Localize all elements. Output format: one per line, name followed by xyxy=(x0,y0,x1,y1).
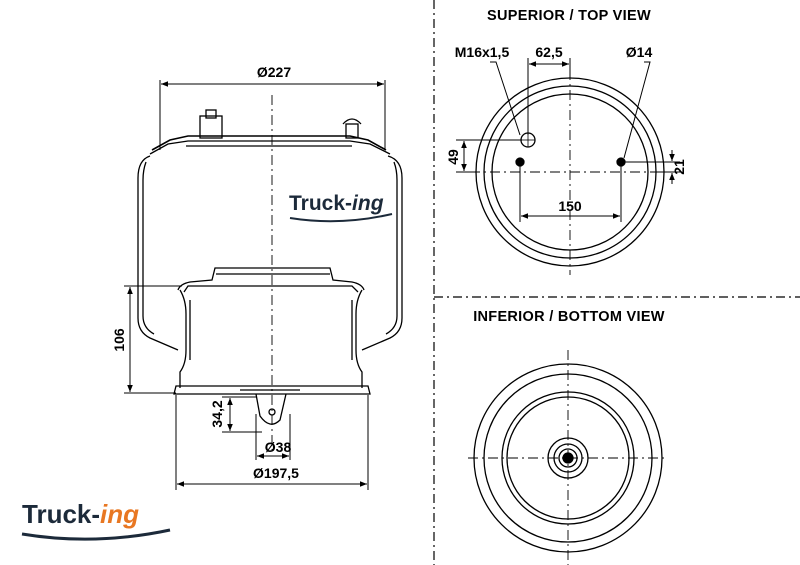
drawing-logo: Truck-ing xyxy=(289,192,393,223)
brand-logo: Truck-ing xyxy=(21,499,171,541)
side-view xyxy=(137,95,403,450)
drawing-logo-suffix: ing xyxy=(352,192,384,215)
brand-logo-main: Truck- xyxy=(22,499,100,529)
dim-stud-diameter: Ø38 xyxy=(265,439,292,455)
dim-hole-spacing: 150 xyxy=(558,198,582,214)
section-dividers xyxy=(433,0,800,565)
dim-stud-height: 34,2 xyxy=(209,400,225,427)
top-view-title: SUPERIOR / TOP VIEW xyxy=(487,8,651,24)
drawing-logo-main: Truck- xyxy=(289,192,352,215)
dim-height: 106 xyxy=(111,328,127,352)
dim-hole-diameter: Ø14 xyxy=(626,44,653,60)
svg-text:Truck-ing: Truck-ing xyxy=(22,499,139,529)
svg-text:Truck-ing: Truck-ing xyxy=(289,192,384,215)
bottom-view-title: INFERIOR / BOTTOM VIEW xyxy=(473,309,665,325)
dim-vertical-offset: 49 xyxy=(445,149,461,165)
dim-offset: 62,5 xyxy=(535,44,562,60)
dim-thread: M16x1,5 xyxy=(455,44,510,60)
side-view-dimensions xyxy=(124,80,386,490)
brand-logo-suffix: ing xyxy=(100,499,139,529)
dim-base-diameter: Ø197,5 xyxy=(253,465,299,481)
top-view-dimensions xyxy=(456,58,680,222)
dim-top-diameter: Ø227 xyxy=(257,64,291,80)
bottom-view xyxy=(468,350,668,565)
dim-hole-edge: 21 xyxy=(671,159,687,175)
